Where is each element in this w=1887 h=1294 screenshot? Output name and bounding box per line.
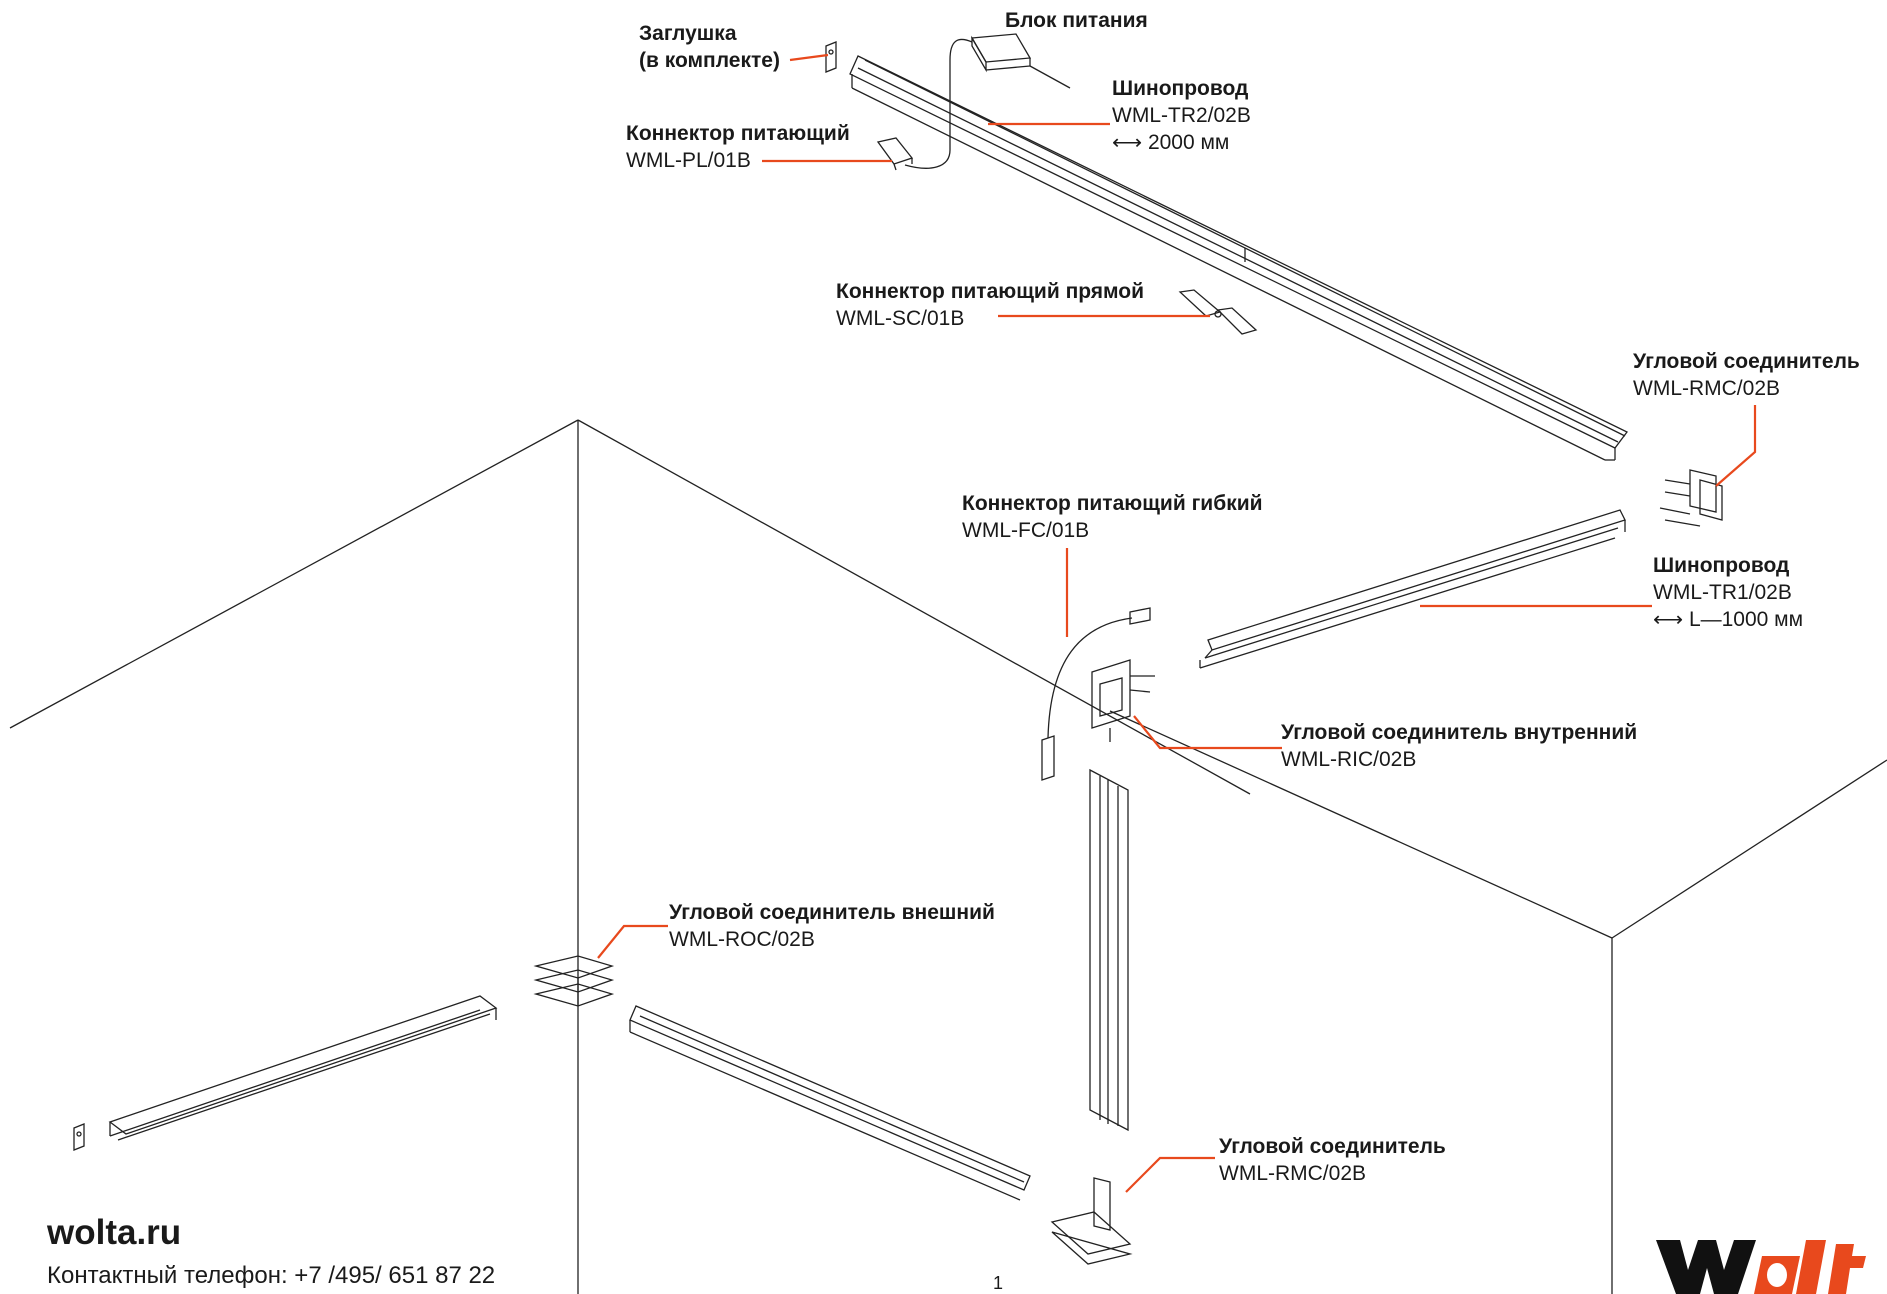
room-edge-left-ceiling [9, 419, 579, 729]
label-feed-fc: Коннектор питающий гибкий WML-FC/01B [962, 490, 1263, 544]
feed-pl-code: WML-PL/01B [626, 149, 751, 172]
corner-connector-roc [533, 955, 615, 1007]
footer-site[interactable]: wolta.ru [47, 1213, 182, 1252]
track-bottom [629, 1005, 1031, 1201]
label-corner-roc: Угловой соединитель внешний WML-ROC/02B [669, 899, 995, 953]
track-tr1 [1199, 509, 1626, 669]
label-corner-rmc-top: Угловой соединитель WML-RMC/02B [1633, 348, 1860, 402]
power-block [904, 33, 1071, 169]
page-number: 1 [993, 1273, 1004, 1293]
track-tr1-title: Шинопровод [1653, 554, 1790, 577]
track-tr1-length: ⟷ L—1000 мм [1653, 608, 1804, 631]
leader-corner-ric [1133, 715, 1282, 750]
feed-fc-code: WML-FC/01B [962, 519, 1090, 542]
label-corner-rmc-bottom: Угловой соединитель WML-RMC/02B [1219, 1133, 1446, 1187]
track-vertical [1089, 768, 1129, 1132]
feed-connector-pl [876, 137, 914, 171]
track-tr2-title: Шинопровод [1112, 77, 1249, 100]
feed-connector-fc [1041, 607, 1151, 781]
corner-roc-title: Угловой соединитель внешний [669, 901, 995, 924]
label-feed-pl: Коннектор питающий WML-PL/01B [626, 120, 850, 174]
label-track-tr2: Шинопровод WML-TR2/02B ⟷ 2000 мм [1112, 75, 1251, 156]
label-power-block: Блок питания [1005, 7, 1148, 34]
wolta-logo [1650, 1220, 1887, 1294]
corner-ric-title: Угловой соединитель внутренний [1281, 721, 1638, 744]
track-left [108, 995, 498, 1141]
leader-corner-roc [597, 924, 668, 959]
corner-roc-code: WML-ROC/02B [669, 928, 815, 951]
corner-rmc-top-code: WML-RMC/02B [1633, 377, 1781, 400]
leader-corner-rmc-top [1715, 405, 1757, 487]
leader-corner-rmc-bottom [1125, 1156, 1215, 1193]
end-cap-note: (в комплекте) [639, 49, 780, 72]
corner-rmc-top-title: Угловой соединитель [1633, 350, 1860, 373]
corner-rmc-bottom-code: WML-RMC/02B [1219, 1162, 1367, 1185]
corner-connector-rmc-bottom [1050, 1177, 1133, 1265]
corner-connector-ric [1091, 659, 1155, 742]
feed-connector-sc [1178, 289, 1258, 335]
corner-rmc-bottom-title: Угловой соединитель [1219, 1135, 1446, 1158]
room-edge-right-ceiling [577, 419, 1251, 795]
leader-end-cap [789, 53, 829, 62]
label-end-cap: Заглушка (в комплекте) [639, 20, 780, 74]
footer-phone: Контактный телефон: +7 /495/ 651 87 22 [47, 1262, 496, 1289]
track-tr2-code: WML-TR2/02B [1112, 104, 1251, 127]
corner-ric-code: WML-RIC/02B [1281, 748, 1417, 771]
track-tr2 [849, 55, 1628, 461]
label-corner-ric: Угловой соединитель внутренний WML-RIC/0… [1281, 719, 1637, 773]
track-tr1-code: WML-TR1/02B [1653, 581, 1792, 604]
label-track-tr1: Шинопровод WML-TR1/02B ⟷ L—1000 мм [1653, 552, 1803, 633]
feed-fc-title: Коннектор питающий гибкий [962, 492, 1263, 515]
label-feed-sc: Коннектор питающий прямой WML-SC/01B [836, 278, 1144, 332]
corner-connector-rmc-top [1659, 469, 1723, 527]
feed-sc-title: Коннектор питающий прямой [836, 280, 1145, 303]
track-tr2-length: ⟷ 2000 мм [1112, 131, 1230, 154]
end-cap-bottom [73, 1123, 85, 1151]
feed-sc-code: WML-SC/01B [836, 307, 965, 330]
feed-pl-title: Коннектор питающий [626, 122, 850, 145]
end-cap-top [825, 41, 837, 73]
room-outline [9, 419, 1887, 1294]
power-block-title: Блок питания [1005, 9, 1148, 32]
end-cap-title: Заглушка [639, 22, 737, 45]
room-edge-far-right [1611, 759, 1887, 939]
